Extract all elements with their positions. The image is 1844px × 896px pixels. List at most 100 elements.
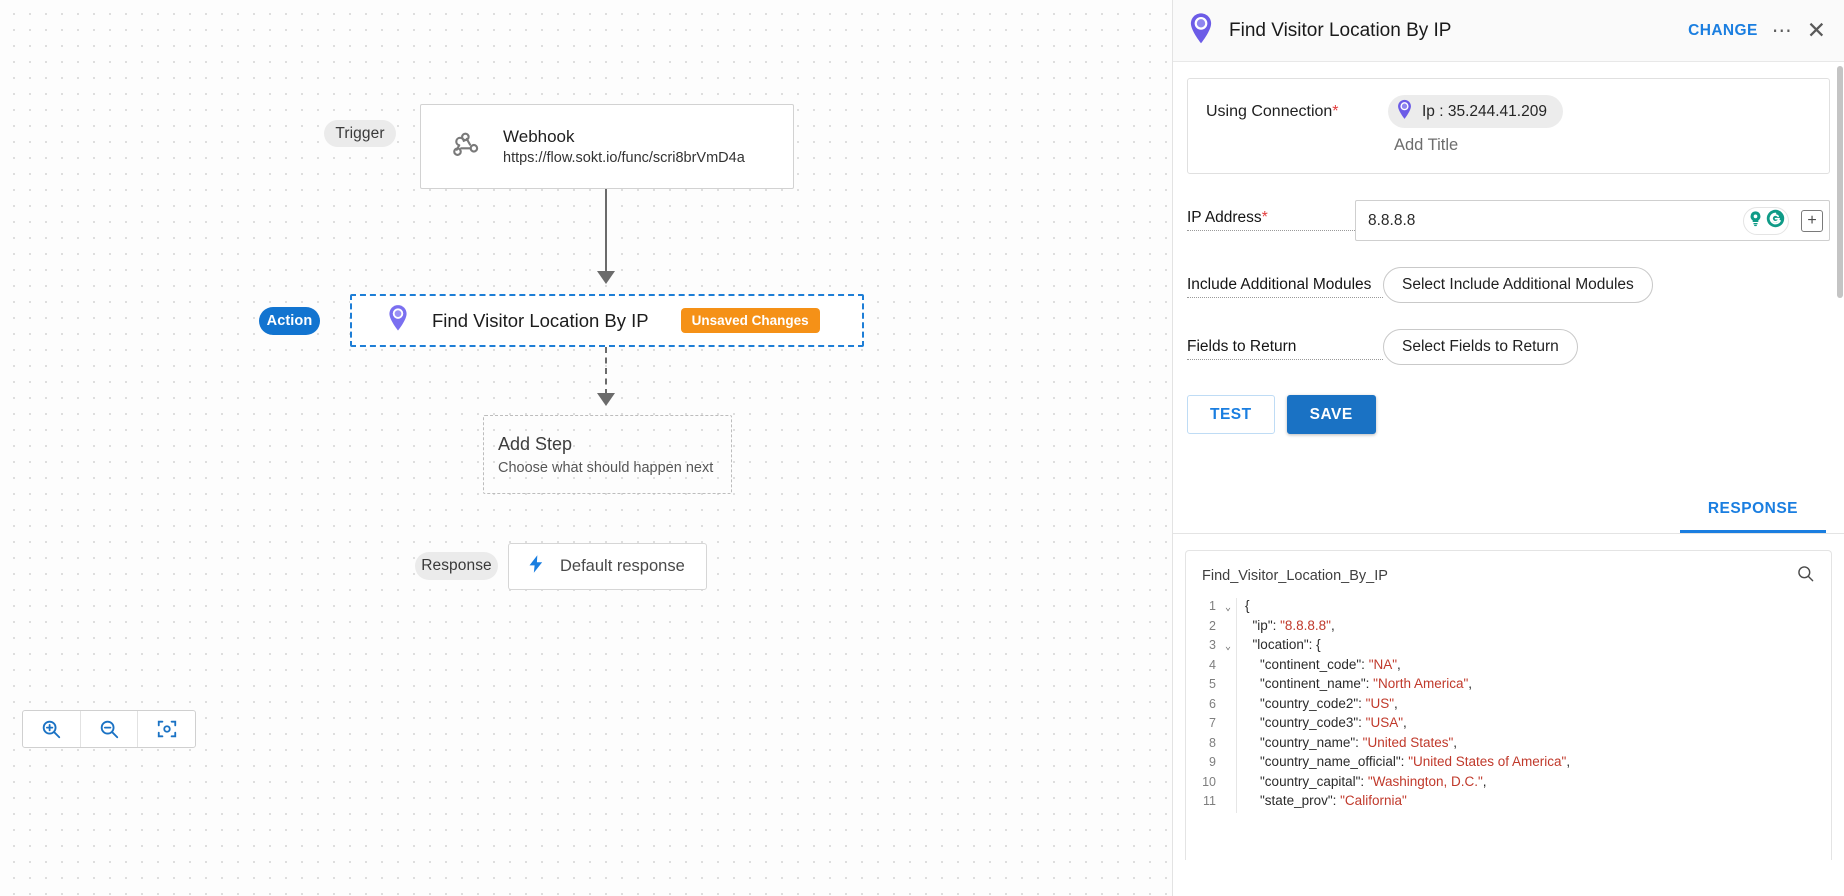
json-gutter-divider bbox=[1236, 793, 1237, 813]
details-panel: Find Visitor Location By IP CHANGE ⋯ ✕ U… bbox=[1172, 0, 1844, 896]
location-pin-icon bbox=[386, 304, 410, 337]
panel-header: Find Visitor Location By IP CHANGE ⋯ ✕ bbox=[1173, 0, 1844, 62]
json-line: 5 "continent_name": "North America", bbox=[1186, 676, 1831, 696]
ip-address-value: 8.8.8.8 bbox=[1368, 211, 1416, 229]
collapse-caret-icon[interactable]: ⌄ bbox=[1224, 642, 1232, 653]
assistant-icons-group bbox=[1743, 206, 1789, 235]
ip-address-input[interactable]: 8.8.8.8 bbox=[1355, 200, 1830, 241]
json-line-number: 10 bbox=[1202, 774, 1216, 789]
json-gutter-divider bbox=[1236, 676, 1237, 696]
default-response-label: Default response bbox=[560, 557, 685, 575]
lightbulb-icon[interactable] bbox=[1747, 210, 1764, 232]
json-line-number: 8 bbox=[1209, 735, 1216, 750]
action-badge: Action bbox=[259, 307, 320, 335]
response-badge: Response bbox=[415, 552, 498, 580]
panel-tabs: RESPONSE bbox=[1173, 490, 1844, 534]
ip-address-input-addons: + bbox=[1743, 206, 1823, 235]
connector-line-trigger-action bbox=[605, 189, 607, 275]
webhook-title: Webhook bbox=[503, 127, 575, 146]
json-line: 10 "country_capital": "Washington, D.C."… bbox=[1186, 773, 1831, 793]
required-asterisk: * bbox=[1261, 209, 1268, 226]
add-variable-icon[interactable]: + bbox=[1801, 209, 1823, 232]
response-viewer: Find_Visitor_Location_By_IP 1⌄{2 "ip": "… bbox=[1185, 66, 1843, 860]
panel-body: Using Connection* Ip : 35.244.41.209 bbox=[1173, 62, 1844, 896]
close-icon[interactable]: ✕ bbox=[1806, 17, 1826, 43]
webhook-url: https://flow.sokt.io/func/scri8brVmD4a bbox=[503, 150, 745, 166]
json-line-text: "continent_name": "North America", bbox=[1260, 676, 1473, 691]
lightning-bolt-icon bbox=[526, 552, 546, 581]
json-line-number: 3 bbox=[1209, 638, 1216, 652]
connector-line-action-addstep bbox=[605, 347, 607, 395]
response-json-body[interactable]: 1⌄{2 "ip": "8.8.8.8",3⌄ "location": {4 "… bbox=[1186, 598, 1831, 860]
json-line: 1⌄{ bbox=[1186, 598, 1831, 618]
include-additional-modules-select[interactable]: Select Include Additional Modules bbox=[1383, 267, 1653, 303]
json-line-number: 4 bbox=[1209, 657, 1216, 672]
fit-to-screen-icon[interactable] bbox=[138, 711, 195, 747]
json-line-text: "country_name": "United States", bbox=[1260, 734, 1458, 750]
change-button[interactable]: CHANGE bbox=[1688, 21, 1758, 39]
more-options-icon[interactable]: ⋯ bbox=[1771, 19, 1793, 42]
using-connection-card: Using Connection* Ip : 35.244.41.209 bbox=[1187, 78, 1830, 174]
save-button[interactable]: SAVE bbox=[1286, 395, 1376, 434]
action-buttons: TEST SAVE bbox=[1187, 395, 1844, 434]
response-viewer-header: Find_Visitor_Location_By_IP bbox=[1186, 551, 1831, 598]
add-title-input[interactable]: Add Title bbox=[1394, 136, 1459, 154]
trigger-badge: Trigger bbox=[324, 120, 396, 147]
json-line: 2 "ip": "8.8.8.8", bbox=[1186, 617, 1831, 637]
json-gutter-divider bbox=[1236, 656, 1237, 676]
fields-to-return-label: Fields to Return bbox=[1187, 338, 1383, 360]
connection-chip-label: Ip : 35.244.41.209 bbox=[1422, 102, 1547, 120]
json-line-text: "country_capital": "Washington, D.C.", bbox=[1260, 773, 1487, 789]
json-line: 8 "country_name": "United States", bbox=[1186, 734, 1831, 754]
json-line: 9 "country_name_official": "United State… bbox=[1186, 754, 1831, 774]
location-pin-icon bbox=[1396, 99, 1413, 125]
node-find-visitor-location[interactable]: Find Visitor Location By IP Unsaved Chan… bbox=[350, 294, 864, 347]
fields-to-return-select[interactable]: Select Fields to Return bbox=[1383, 329, 1578, 365]
json-gutter-divider bbox=[1236, 695, 1237, 715]
panel-title: Find Visitor Location By IP bbox=[1229, 19, 1452, 41]
node-webhook[interactable]: Webhook https://flow.sokt.io/func/scri8b… bbox=[420, 104, 794, 189]
json-line: 6 "country_code2": "US", bbox=[1186, 695, 1831, 715]
json-gutter-divider bbox=[1236, 754, 1237, 774]
json-line-text: "location": { bbox=[1252, 637, 1321, 652]
json-line-number: 6 bbox=[1209, 696, 1216, 711]
test-button[interactable]: TEST bbox=[1187, 395, 1275, 434]
json-gutter-divider bbox=[1236, 637, 1237, 657]
json-line-text: "continent_code": "NA", bbox=[1260, 656, 1401, 672]
connection-chip[interactable]: Ip : 35.244.41.209 bbox=[1388, 95, 1563, 128]
json-line-number: 5 bbox=[1209, 677, 1216, 691]
node-default-response[interactable]: Default response bbox=[508, 543, 707, 590]
json-gutter-divider bbox=[1236, 734, 1237, 754]
action-node-title: Find Visitor Location By IP bbox=[432, 309, 649, 331]
json-line: 11 "state_prov": "California" bbox=[1186, 793, 1831, 813]
json-line-text: "state_prov": "California" bbox=[1260, 793, 1407, 808]
ip-address-label-text: IP Address bbox=[1187, 209, 1262, 226]
collapse-caret-icon[interactable]: ⌄ bbox=[1224, 603, 1232, 614]
json-line: 3 ⌄ "location": { bbox=[1186, 637, 1831, 657]
grammarly-icon[interactable] bbox=[1766, 209, 1785, 233]
webhook-icon bbox=[451, 129, 481, 164]
tab-response[interactable]: RESPONSE bbox=[1679, 490, 1826, 533]
include-additional-modules-label: Include Additional Modules bbox=[1187, 276, 1383, 298]
connector-arrow-action-addstep bbox=[597, 393, 615, 406]
field-row-fields-to-return: Fields to Return Select Fields to Return bbox=[1187, 303, 1830, 365]
flow-canvas[interactable]: Trigger Webhook https://flow.sokt.io/fun… bbox=[0, 0, 1172, 896]
search-icon[interactable] bbox=[1796, 564, 1815, 588]
zoom-in-icon[interactable] bbox=[23, 711, 81, 747]
node-add-step[interactable]: Add Step Choose what should happen next bbox=[483, 415, 732, 494]
json-line-number: 1 bbox=[1209, 599, 1216, 613]
zoom-controls[interactable] bbox=[22, 710, 196, 748]
add-step-title: Add Step bbox=[498, 433, 573, 454]
add-step-subtitle: Choose what should happen next bbox=[498, 459, 714, 476]
json-gutter-divider bbox=[1236, 598, 1237, 618]
json-line-number: 7 bbox=[1209, 716, 1216, 730]
json-line-number: 2 bbox=[1209, 618, 1216, 633]
json-line-text: "country_name_official": "United States … bbox=[1260, 754, 1571, 769]
json-line-text: "country_code3": "USA", bbox=[1260, 715, 1407, 730]
ip-address-label: IP Address* bbox=[1187, 209, 1355, 231]
connector-arrow-trigger-action bbox=[597, 271, 615, 284]
json-line-text: "country_code2": "US", bbox=[1260, 695, 1398, 711]
zoom-out-icon[interactable] bbox=[81, 711, 139, 747]
json-line: 7 "country_code3": "USA", bbox=[1186, 715, 1831, 735]
